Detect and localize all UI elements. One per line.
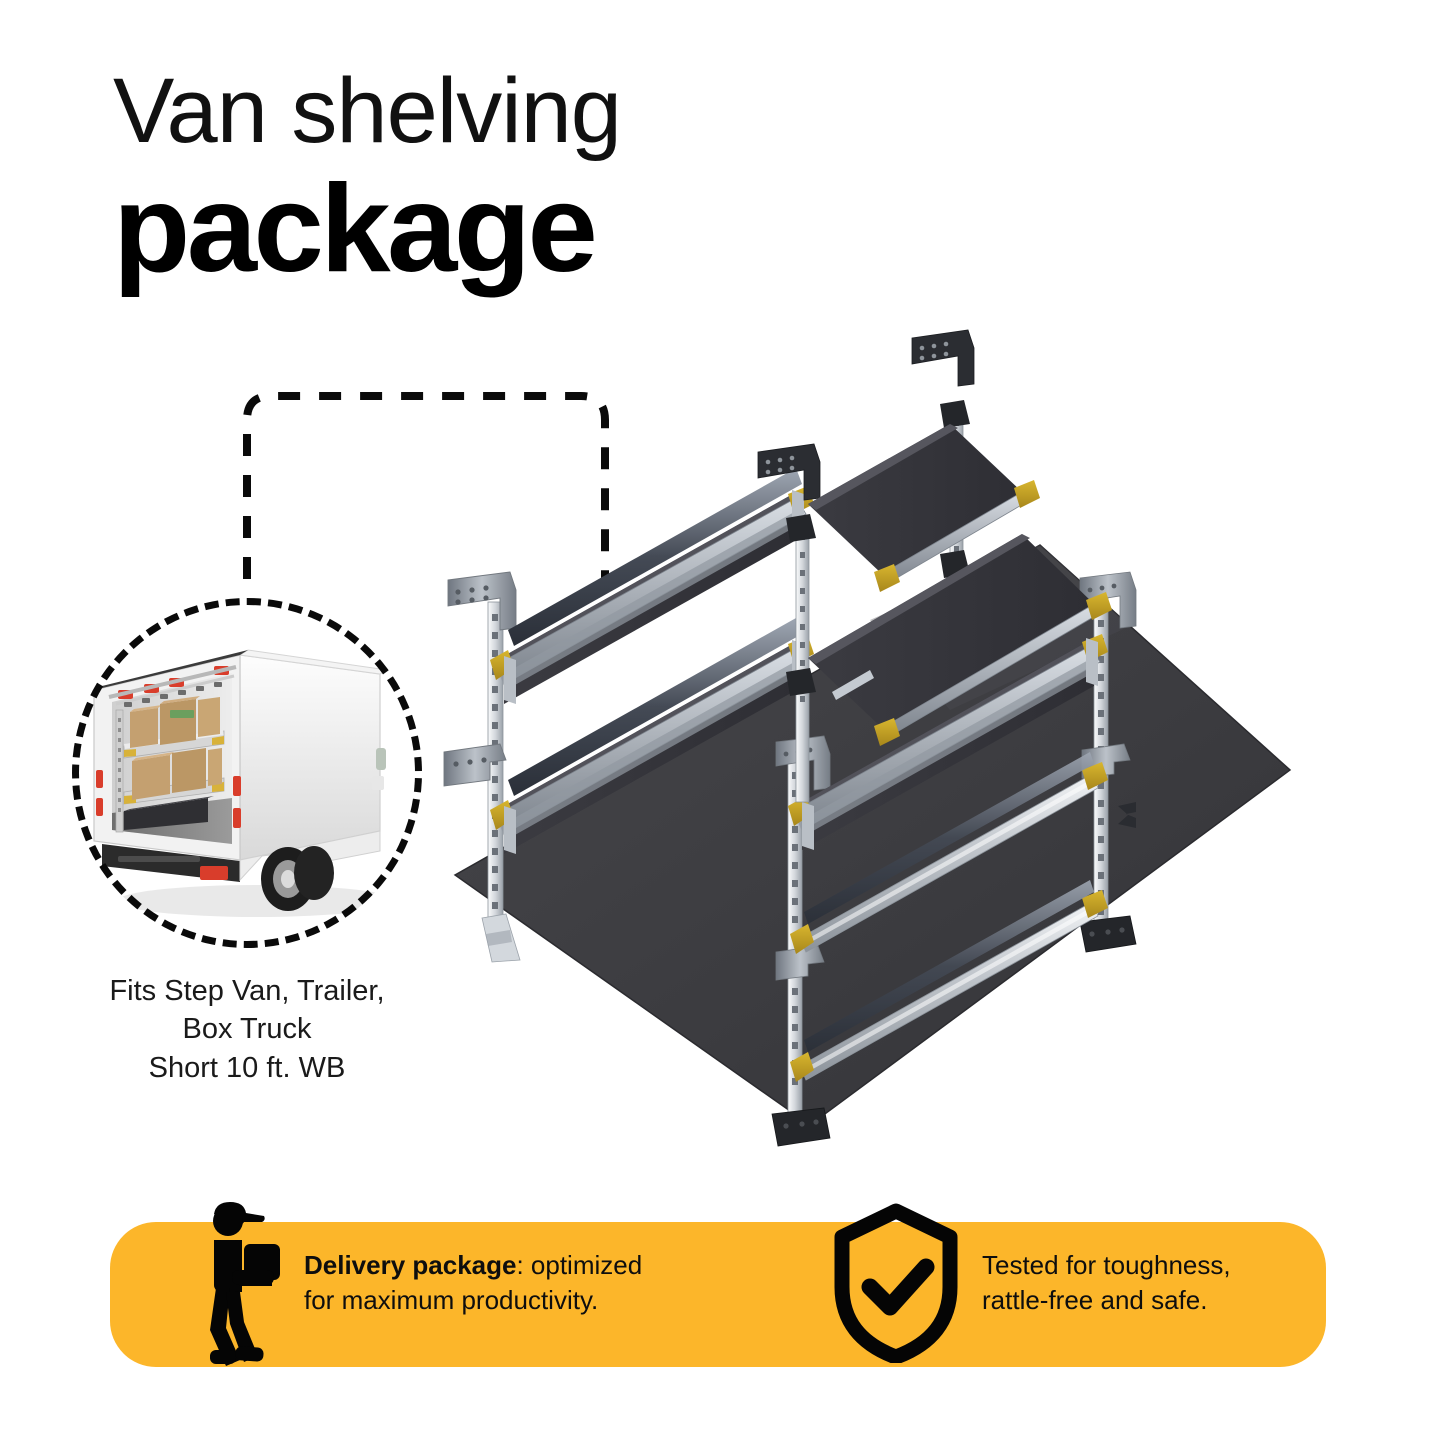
shelf-unit-right xyxy=(771,571,1137,1147)
feature-delivery-line2: for maximum productivity. xyxy=(304,1285,599,1315)
feature-delivery-bold: Delivery package xyxy=(304,1250,517,1281)
shelf-unit-left xyxy=(443,329,1112,963)
feature-delivery-text: Delivery package: optimized for maximum … xyxy=(304,1248,642,1318)
box-truck-icon xyxy=(72,598,422,948)
fit-caption-line1: Fits Step Van, Trailer, xyxy=(109,975,385,1007)
feature-tested-line1: Tested for toughness, xyxy=(982,1250,1231,1281)
shelf-left-upper xyxy=(490,468,814,704)
floor-emblem xyxy=(1118,802,1136,828)
fit-caption-line2: Box Truck xyxy=(182,1013,312,1046)
feature-tested-line2: rattle-free and safe. xyxy=(982,1285,1208,1315)
rail-right-middle xyxy=(790,752,1108,954)
post-left-mid xyxy=(757,443,821,803)
delivery-person-icon xyxy=(210,1202,280,1366)
feature-tested-text: Tested for toughness, rattle-free and sa… xyxy=(982,1248,1231,1318)
feature-tested-toughness: Tested for toughness, rattle-free and sa… xyxy=(832,1203,1231,1363)
shelf-left-top xyxy=(808,424,1040,592)
page-title-line1: Van shelving xyxy=(113,60,622,162)
shelf-right-upper xyxy=(788,634,1108,850)
rail-right-lower xyxy=(790,880,1108,1082)
feature-banner xyxy=(110,1222,1326,1367)
fit-caption-line3: Short 10 ft. WB xyxy=(148,1051,346,1084)
truck-inset xyxy=(72,598,422,948)
page-title: Van shelving package xyxy=(113,60,873,291)
shelf-left-lower xyxy=(490,618,814,854)
fit-caption: Fits Step Van, Trailer, Box Truck Short … xyxy=(32,972,462,1087)
post-left-front xyxy=(443,571,521,963)
van-shelving-3d-render xyxy=(443,329,1292,1147)
feature-delivery-package: Delivery package: optimized for maximum … xyxy=(196,1200,642,1366)
shelf-left-second xyxy=(808,534,1112,746)
product-hero-image xyxy=(430,290,1390,1170)
shield-check-icon xyxy=(834,1203,958,1363)
page-title-line2: package xyxy=(113,160,598,299)
feature-delivery-rest: : optimized xyxy=(516,1250,643,1281)
